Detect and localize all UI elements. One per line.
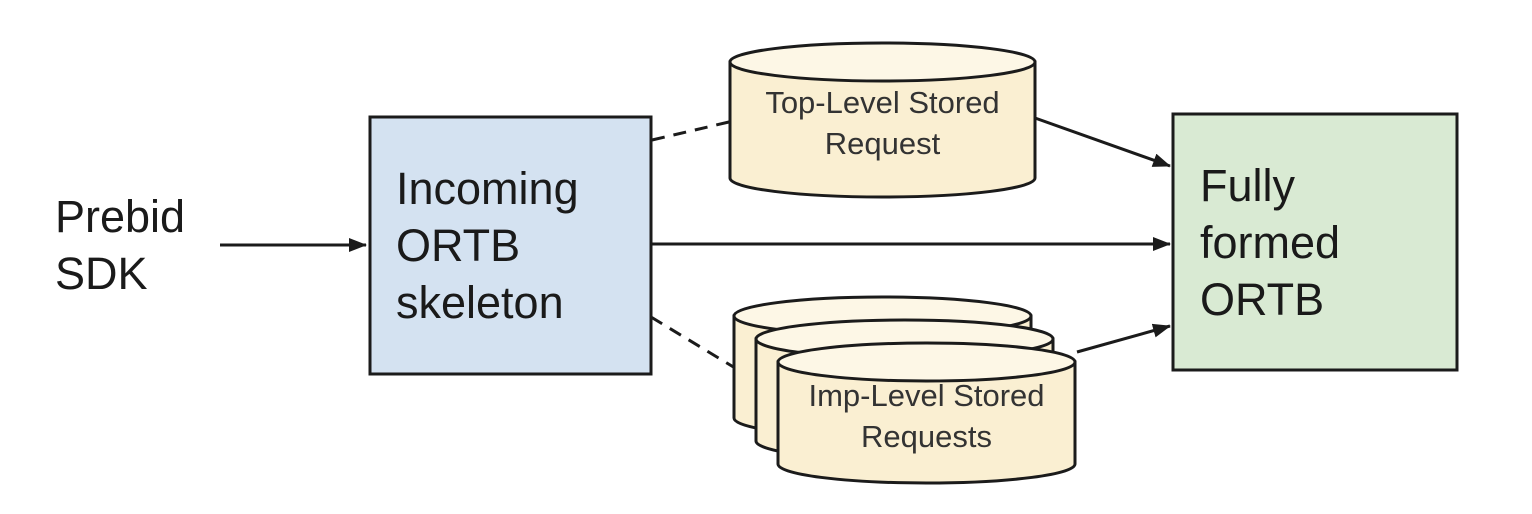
cylinder-top-front [776, 341, 1077, 383]
imp-level-stored-requests-cylinder-stack [732, 295, 1077, 485]
imp-level-stored-requests-label: Imp-Level Stored Requests [808, 378, 1045, 454]
arrow-top-level-to-fully-formed [1034, 116, 1171, 168]
fully-formed-ortb-box [1171, 112, 1459, 372]
fully-formed-ortb-label: Fully formed ORTB [1200, 159, 1341, 325]
dashed-connector-incoming-to-top-level [651, 120, 730, 142]
incoming-ortb-box [368, 115, 653, 376]
cylinder-top [728, 41, 1037, 83]
cylinder-body [728, 60, 1037, 199]
dashed-connector-incoming-to-imp-level [650, 315, 741, 373]
top-level-stored-request-label: Top-Level Stored Request [765, 85, 1000, 161]
top-level-stored-request-cylinder [728, 41, 1037, 199]
prebid-sdk-label: Prebid SDK [55, 191, 186, 299]
cylinder-body-front [776, 360, 1077, 485]
incoming-ortb-label: Incoming ORTB skeleton [396, 163, 579, 328]
arrow-imp-level-to-fully-formed [1076, 323, 1171, 354]
